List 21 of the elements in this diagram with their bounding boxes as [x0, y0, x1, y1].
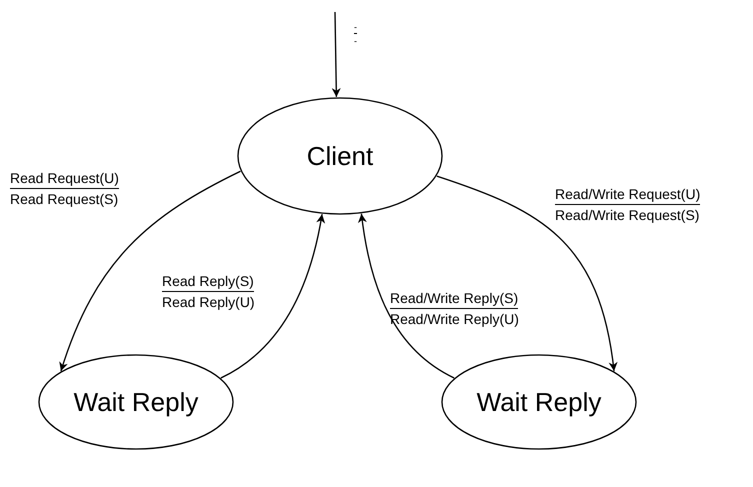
transition-input: Read/Write Reply(S)	[390, 290, 518, 308]
transition-output: Read Reply(U)	[162, 292, 255, 311]
transition-input: Read Reply(S)	[162, 273, 254, 292]
arrow	[332, 12, 341, 98]
arrow	[358, 214, 454, 379]
transition-input: Read/Write Request(U)	[555, 186, 700, 204]
arrow	[220, 214, 325, 379]
arrow	[436, 176, 618, 372]
state-name: Client	[306, 140, 374, 172]
transition-input: -	[354, 22, 357, 34]
arrow	[60, 170, 241, 372]
transition-output: -	[354, 35, 357, 48]
transition-output: Read Request(S)	[10, 190, 118, 208]
state-name: Wait Reply	[476, 386, 602, 418]
transition-input: Read Request(U)	[10, 170, 119, 188]
state-ellipse	[237, 97, 443, 215]
state-ellipse	[441, 354, 637, 450]
transition-output: Read/Write Reply(U)	[390, 310, 519, 328]
state-name: Wait Reply	[74, 386, 198, 418]
transition-output: Read/Write Request(S)	[555, 206, 700, 224]
state-ellipse	[38, 354, 234, 450]
